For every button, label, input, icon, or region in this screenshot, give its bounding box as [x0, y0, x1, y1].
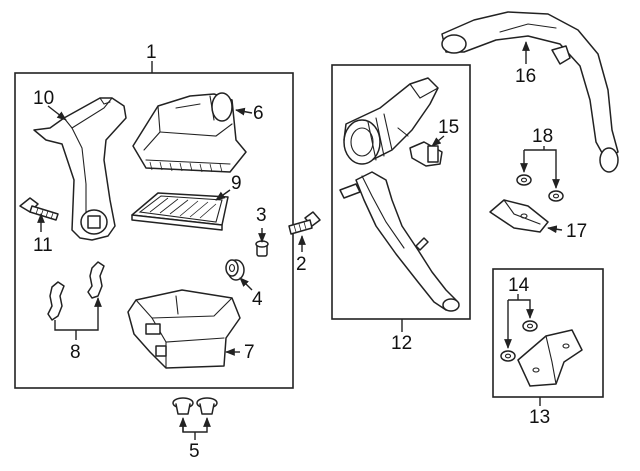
- leader-lines: [37, 41, 563, 440]
- bolt-part-11[interactable]: [19, 197, 59, 221]
- nuts-part-14[interactable]: [500, 320, 538, 362]
- group-box-13: [492, 268, 604, 398]
- nuts-part-18[interactable]: [516, 174, 564, 202]
- callout-9: 9: [231, 173, 242, 194]
- intake-tube-part[interactable]: [343, 77, 439, 165]
- callout-13: 13: [529, 407, 550, 428]
- callout-7: 7: [244, 342, 255, 363]
- callout-12: 12: [391, 333, 412, 354]
- air-filter-part[interactable]: [131, 192, 229, 231]
- push-pin-part-3[interactable]: [255, 240, 269, 257]
- callout-4: 4: [252, 289, 263, 310]
- outlet-tube-part[interactable]: [339, 171, 460, 312]
- sensor-part-15[interactable]: [409, 141, 443, 167]
- callout-15: 15: [438, 117, 459, 138]
- bracket-part-13[interactable]: [517, 329, 583, 387]
- callout-14: 14: [508, 275, 530, 296]
- callout-8: 8: [70, 342, 81, 363]
- resonator-duct-part[interactable]: [33, 97, 127, 241]
- bracket-part-17[interactable]: [489, 199, 549, 233]
- callout-17: 17: [566, 221, 587, 242]
- air-cleaner-lower-box-part[interactable]: [127, 289, 241, 369]
- callout-1: 1: [146, 42, 157, 63]
- callout-5: 5: [189, 441, 200, 462]
- group-box-12: [331, 64, 471, 320]
- bolt-part-2[interactable]: [288, 211, 321, 235]
- callout-18: 18: [532, 126, 553, 147]
- hose-part-16[interactable]: [441, 11, 619, 173]
- clips-part-8[interactable]: [47, 261, 105, 321]
- air-cleaner-cover-part[interactable]: [132, 92, 247, 173]
- callout-6: 6: [253, 103, 264, 124]
- callout-16: 16: [515, 66, 536, 87]
- callout-2: 2: [296, 254, 307, 275]
- callout-11: 11: [33, 235, 53, 256]
- callout-3: 3: [256, 205, 267, 226]
- grommet-part-4[interactable]: [225, 259, 245, 281]
- push-pins-part-5[interactable]: [172, 397, 218, 415]
- callout-10: 10: [33, 88, 54, 109]
